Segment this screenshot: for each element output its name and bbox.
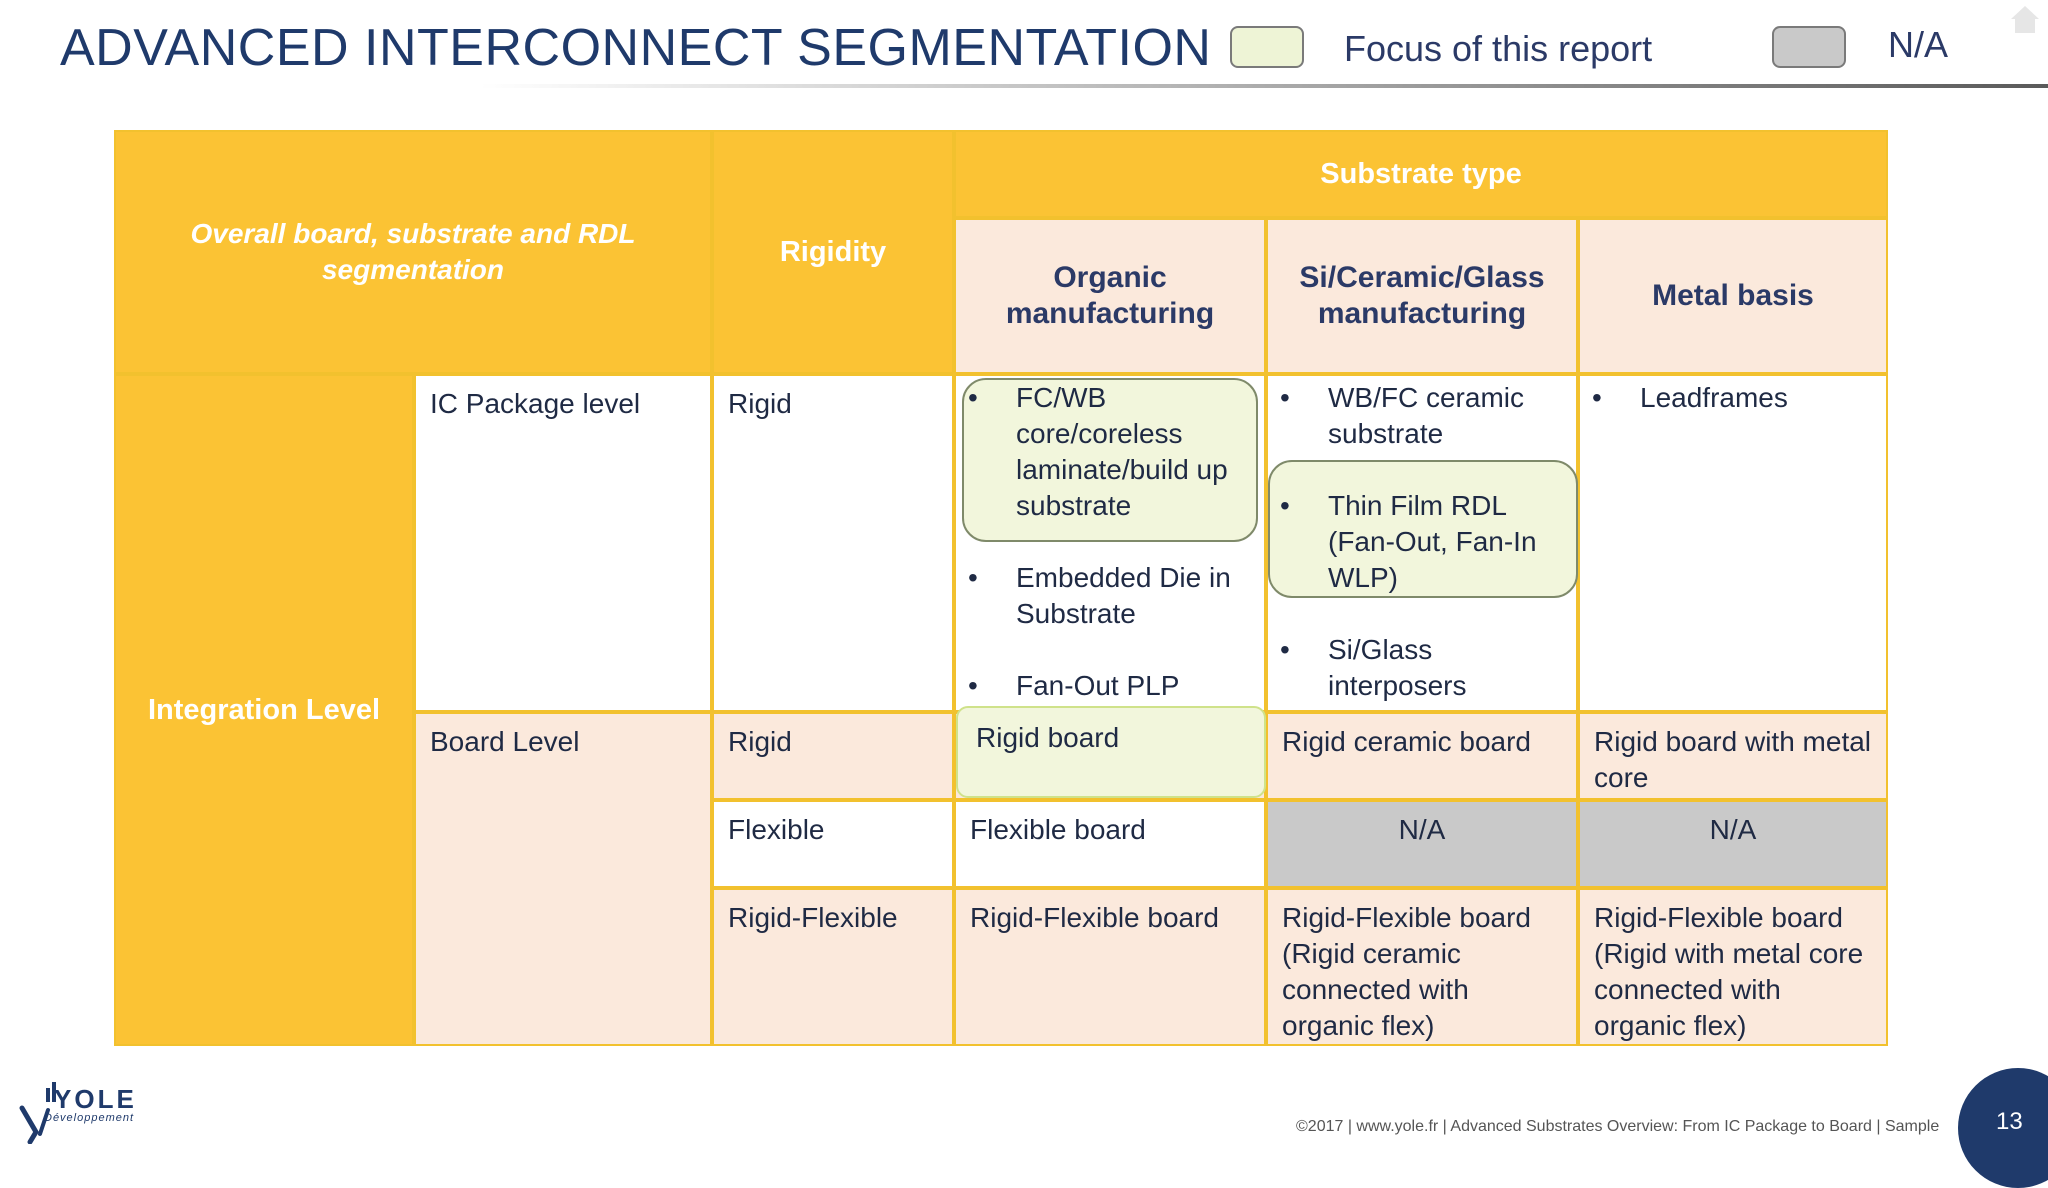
list-item: •Fan-Out PLP <box>968 670 1180 701</box>
page-title: ADVANCED INTERCONNECT SEGMENTATION <box>60 19 1212 77</box>
legend-focus-swatch <box>1230 26 1304 68</box>
ic-package-level: IC Package level <box>414 374 712 712</box>
corner-header: Overall board, substrate and RDL segment… <box>114 130 712 374</box>
col-organic-header: Organic manufacturing <box>954 218 1266 374</box>
rigidity-header: Rigidity <box>712 130 954 374</box>
board-rigid-metal: Rigid board with metal core <box>1578 712 1888 800</box>
board-flexible-metal: N/A <box>1578 800 1888 888</box>
board-rigidflex-si: Rigid-Flexible board (Rigid ceramic conn… <box>1266 888 1578 1046</box>
board-flexible-si: N/A <box>1266 800 1578 888</box>
list-item: •WB/FC ceramic substrate <box>1280 382 1524 449</box>
board-flexible-organic: Flexible board <box>954 800 1266 888</box>
board-rigid-rigidity: Rigid <box>712 712 954 800</box>
logo-name: YOLE <box>54 1084 137 1114</box>
home-icon[interactable] <box>2008 2 2042 36</box>
footer-copyright: ©2017 | www.yole.fr | Advanced Substrate… <box>1296 1118 1940 1135</box>
focus-highlight-thin-film-rdl <box>1268 460 1578 598</box>
focus-highlight-fcwb <box>962 378 1258 542</box>
col-si-ceramic-glass-header: Si/Ceramic/Glass manufacturing <box>1266 218 1578 374</box>
board-flexible-rigidity: Flexible <box>712 800 954 888</box>
list-item: •Leadframes <box>1592 382 1788 413</box>
ic-metal-list: •Leadframes <box>1592 380 1872 416</box>
board-rigidflex-rigidity: Rigid-Flexible <box>712 888 954 1046</box>
title-divider <box>480 84 2048 88</box>
col-metal-header: Metal basis <box>1578 218 1888 374</box>
list-item: •FC/WB core/coreless laminate/build up s… <box>968 382 1228 521</box>
board-rigid-organic: Rigid board <box>956 706 1266 798</box>
board-rigidflex-organic: Rigid-Flexible board <box>954 888 1266 1046</box>
list-item: •Thin Film RDL (Fan-Out, Fan-In WLP) <box>1280 490 1537 593</box>
page-number: 13 <box>1996 1108 2023 1135</box>
ic-organic-list: •FC/WB core/coreless laminate/build up s… <box>968 380 1248 704</box>
board-rigid-si: Rigid ceramic board <box>1266 712 1578 800</box>
legend-focus-label: Focus of this report <box>1344 28 1653 69</box>
ic-si-ceramic-glass-list: •WB/FC ceramic substrate •Thin Film RDL … <box>1280 380 1570 704</box>
list-item: •Embedded Die in Substrate <box>968 562 1231 629</box>
legend-na-swatch <box>1772 26 1846 68</box>
list-item: •Si/Glass interposers <box>1280 634 1467 701</box>
board-level: Board Level <box>414 712 712 1046</box>
legend-na-label: N/A <box>1888 24 1949 65</box>
ic-package-rigidity: Rigid <box>712 374 954 712</box>
board-rigidflex-metal: Rigid-Flexible board (Rigid with metal c… <box>1578 888 1888 1046</box>
ic-package-metal-cell <box>1578 374 1888 712</box>
logo-subtitle: Développement <box>44 1112 135 1124</box>
substrate-type-header: Substrate type <box>954 130 1888 218</box>
integration-level-label: Integration Level <box>114 374 414 1046</box>
yole-logo-mark <box>19 1082 56 1144</box>
